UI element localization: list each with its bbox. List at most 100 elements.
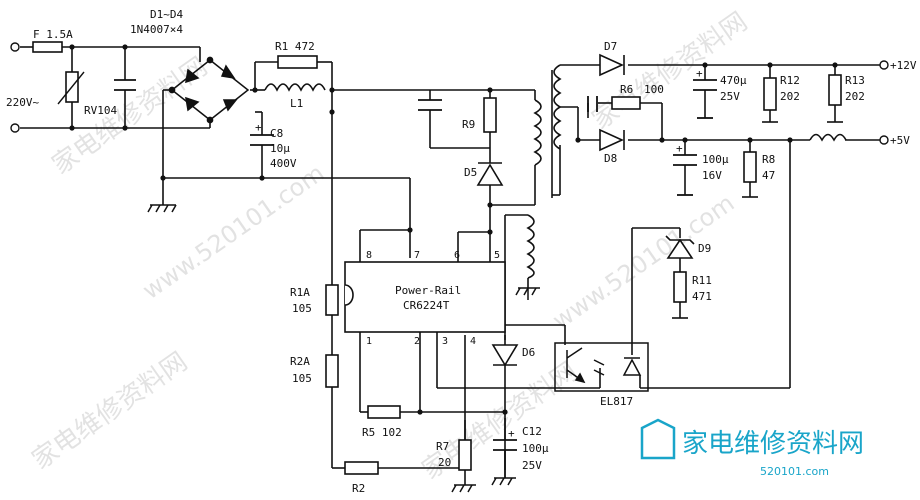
c8-capacitor-icon: [250, 134, 274, 146]
label-r1a: R1A: [290, 286, 310, 299]
label-d8: D8: [604, 152, 617, 165]
ic-pin-8: 8: [366, 250, 372, 261]
r5-resistor-icon: [367, 405, 401, 419]
ic-cr6224t: Power-Rail CR6224T 8 7 6 5 1 2 3 4: [344, 250, 506, 347]
site-logo: 家电维修资料网 520101.com: [640, 418, 864, 478]
r11-resistor-icon: [673, 271, 687, 303]
watermark-cn-4: 家电维修资料网: [587, 7, 753, 136]
output-choke-icon: [809, 133, 847, 142]
input-capacitor-icon: [114, 79, 136, 91]
label-r6: R6: [620, 83, 633, 96]
c100-capacitor-icon: [673, 154, 697, 196]
label-r2a: R2A: [290, 355, 310, 368]
d6-diode-icon: [491, 344, 519, 367]
watermark-url-1: www.520101.com: [137, 159, 329, 305]
label-l1: L1: [290, 97, 303, 110]
r6-resistor-icon: [611, 96, 641, 110]
label-fuse: F 1.5A: [33, 28, 73, 41]
c12-capacitor-icon: [493, 439, 517, 478]
terminals: [10, 42, 889, 145]
ic-label-1: Power-Rail: [395, 284, 461, 297]
label-r7: R7: [436, 440, 449, 453]
label-d1d4-part: 1N4007×4: [130, 23, 183, 36]
out-5v-terminal: [879, 135, 889, 145]
label-c8: C8: [270, 127, 283, 140]
label-out-12v: +12V: [890, 59, 917, 72]
r2-resistor-icon: [344, 461, 379, 475]
ic-pin-6: 6: [454, 250, 460, 261]
label-c470: 470μ: [720, 74, 747, 87]
label-c8-cap: 10μ: [270, 142, 290, 155]
component-labels: F 1.5A D1~D4 1N4007×4 R1 472 L1 220V~ RV…: [6, 8, 917, 495]
r1a-resistor-icon: [325, 284, 339, 316]
c100-plus: +: [676, 142, 683, 155]
label-r8: R8: [762, 153, 775, 166]
label-c12-volt: 25V: [522, 459, 542, 472]
ground-icon-2: [515, 287, 540, 300]
d7-diode-icon: [599, 53, 625, 77]
c8-plus: +: [255, 121, 262, 134]
l1-inductor-icon: [264, 83, 326, 92]
r7-resistor-icon: [458, 439, 472, 471]
ic-pin-5: 5: [494, 250, 500, 261]
label-c12-cap: 100μ: [522, 442, 549, 455]
r9-resistor-icon: [483, 97, 497, 133]
label-c470-volt: 25V: [720, 90, 740, 103]
label-ac-in: 220V~: [6, 96, 39, 109]
label-r12-val: 202: [780, 90, 800, 103]
label-d1d4: D1~D4: [150, 8, 183, 21]
d5-diode-icon: [476, 155, 504, 195]
r12-resistor-icon: [763, 77, 777, 111]
ground-icon-1: [147, 204, 177, 213]
label-d5: D5: [464, 166, 477, 179]
label-r6-val: 100: [644, 83, 664, 96]
c470-capacitor-icon: [693, 79, 717, 119]
ground-icon-4: [491, 477, 516, 486]
watermark-cn-2: 家电维修资料网: [27, 347, 193, 476]
d9-zener-icon: [665, 235, 695, 259]
label-c12: C12: [522, 425, 542, 438]
ic-pin-7: 7: [414, 250, 420, 261]
ground-icon-3: [451, 484, 476, 493]
label-r9: R9: [462, 118, 475, 131]
ic-label-2: CR6224T: [403, 299, 450, 312]
label-r13-val: 202: [845, 90, 865, 103]
r8-resistor-icon: [743, 151, 757, 183]
label-r11-val: 471: [692, 290, 712, 303]
label-rv104: RV104: [84, 104, 117, 117]
label-c8-volt: 400V: [270, 157, 297, 170]
label-el817: EL817: [600, 395, 633, 408]
label-r7-val: 20: [438, 456, 451, 469]
c470-plus: +: [696, 67, 703, 80]
logo-text-cn: 家电维修资料网: [682, 429, 864, 459]
logo-book-icon: [640, 418, 676, 460]
optocoupler-el817-icon: [554, 342, 649, 392]
watermark-url-2: www.520101.com: [547, 189, 739, 335]
ac-terminal-top: [10, 42, 20, 52]
out-12v-terminal: [879, 60, 889, 70]
secondary-winding-icon: [553, 64, 562, 150]
label-r8-val: 47: [762, 169, 775, 182]
snubber-capacitor-icon: [418, 99, 442, 111]
junction-dots: [69, 44, 838, 471]
label-c100: 100μ: [702, 153, 729, 166]
ic-pin-4: 4: [470, 336, 476, 347]
label-r13: R13: [845, 74, 865, 87]
bridge-rectifier-icon: [168, 56, 250, 124]
ac-terminal-bottom: [10, 123, 20, 133]
label-r5: R5 102: [362, 426, 402, 439]
r13-resistor-icon: [828, 74, 842, 106]
label-c100-volt: 16V: [702, 169, 722, 182]
label-d6: D6: [522, 346, 535, 359]
label-r12: R12: [780, 74, 800, 87]
ic-pin-2: 2: [414, 336, 420, 347]
varistor-icon: [57, 71, 85, 105]
label-d9: D9: [698, 242, 711, 255]
label-out-5v: +5V: [890, 134, 910, 147]
ic-pin-3: 3: [442, 336, 448, 347]
logo-text-url: 520101.com: [760, 465, 829, 478]
r2a-resistor-icon: [325, 354, 339, 388]
label-r11: R11: [692, 274, 712, 287]
label-r2: R2: [352, 482, 365, 495]
